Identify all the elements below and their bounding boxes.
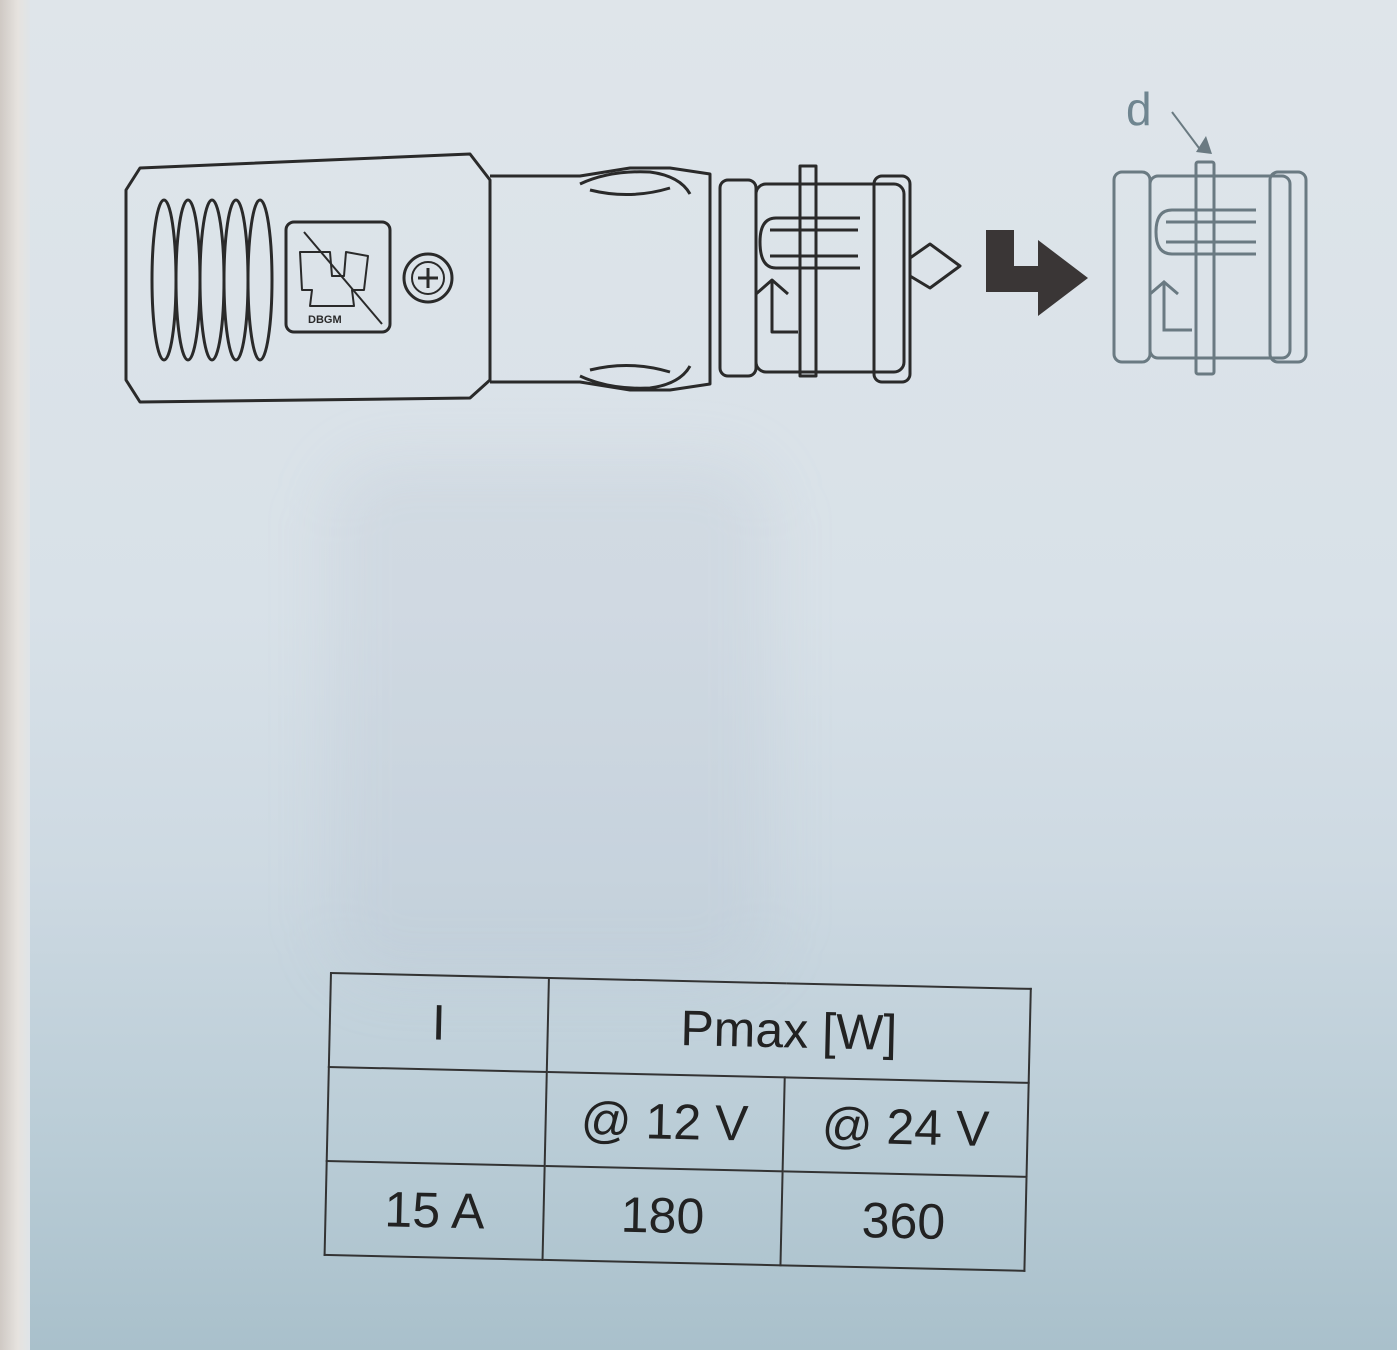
plug-body: [124, 152, 492, 404]
pin-tip: [908, 242, 962, 290]
screw: [402, 252, 454, 304]
table-header-row: I Pmax [W]: [328, 973, 1031, 1083]
grip-ribs: [150, 198, 274, 362]
logo-box: [284, 220, 392, 334]
subheader-24v: @ 24 V: [782, 1077, 1029, 1177]
shadow: [330, 460, 770, 980]
table-row: 15 A 180 360: [324, 1160, 1027, 1271]
detail-arrowhead: [1196, 136, 1212, 154]
tip-sleeve: [754, 182, 906, 374]
logo-text: DBGM: [308, 314, 342, 326]
detail-label: d: [1126, 83, 1152, 135]
cell-power-24v: 360: [780, 1171, 1027, 1271]
power-table: I Pmax [W] @ 12 V @ 24 V 15 A 180 360: [324, 972, 1032, 1272]
subheader-empty: [326, 1066, 547, 1166]
header-power: Pmax [W]: [546, 977, 1031, 1083]
cell-power-12v: 180: [542, 1165, 783, 1266]
direction-arrow: [986, 230, 1088, 316]
header-current: I: [328, 973, 549, 1072]
plug-illustration: DBGM: [124, 111, 1308, 404]
subheader-12v: @ 12 V: [544, 1071, 785, 1172]
page-edge: [0, 0, 30, 1350]
detail-view: [1112, 111, 1308, 376]
table-subheader-row: @ 12 V @ 24 V: [326, 1066, 1029, 1177]
cell-current: 15 A: [324, 1160, 545, 1260]
